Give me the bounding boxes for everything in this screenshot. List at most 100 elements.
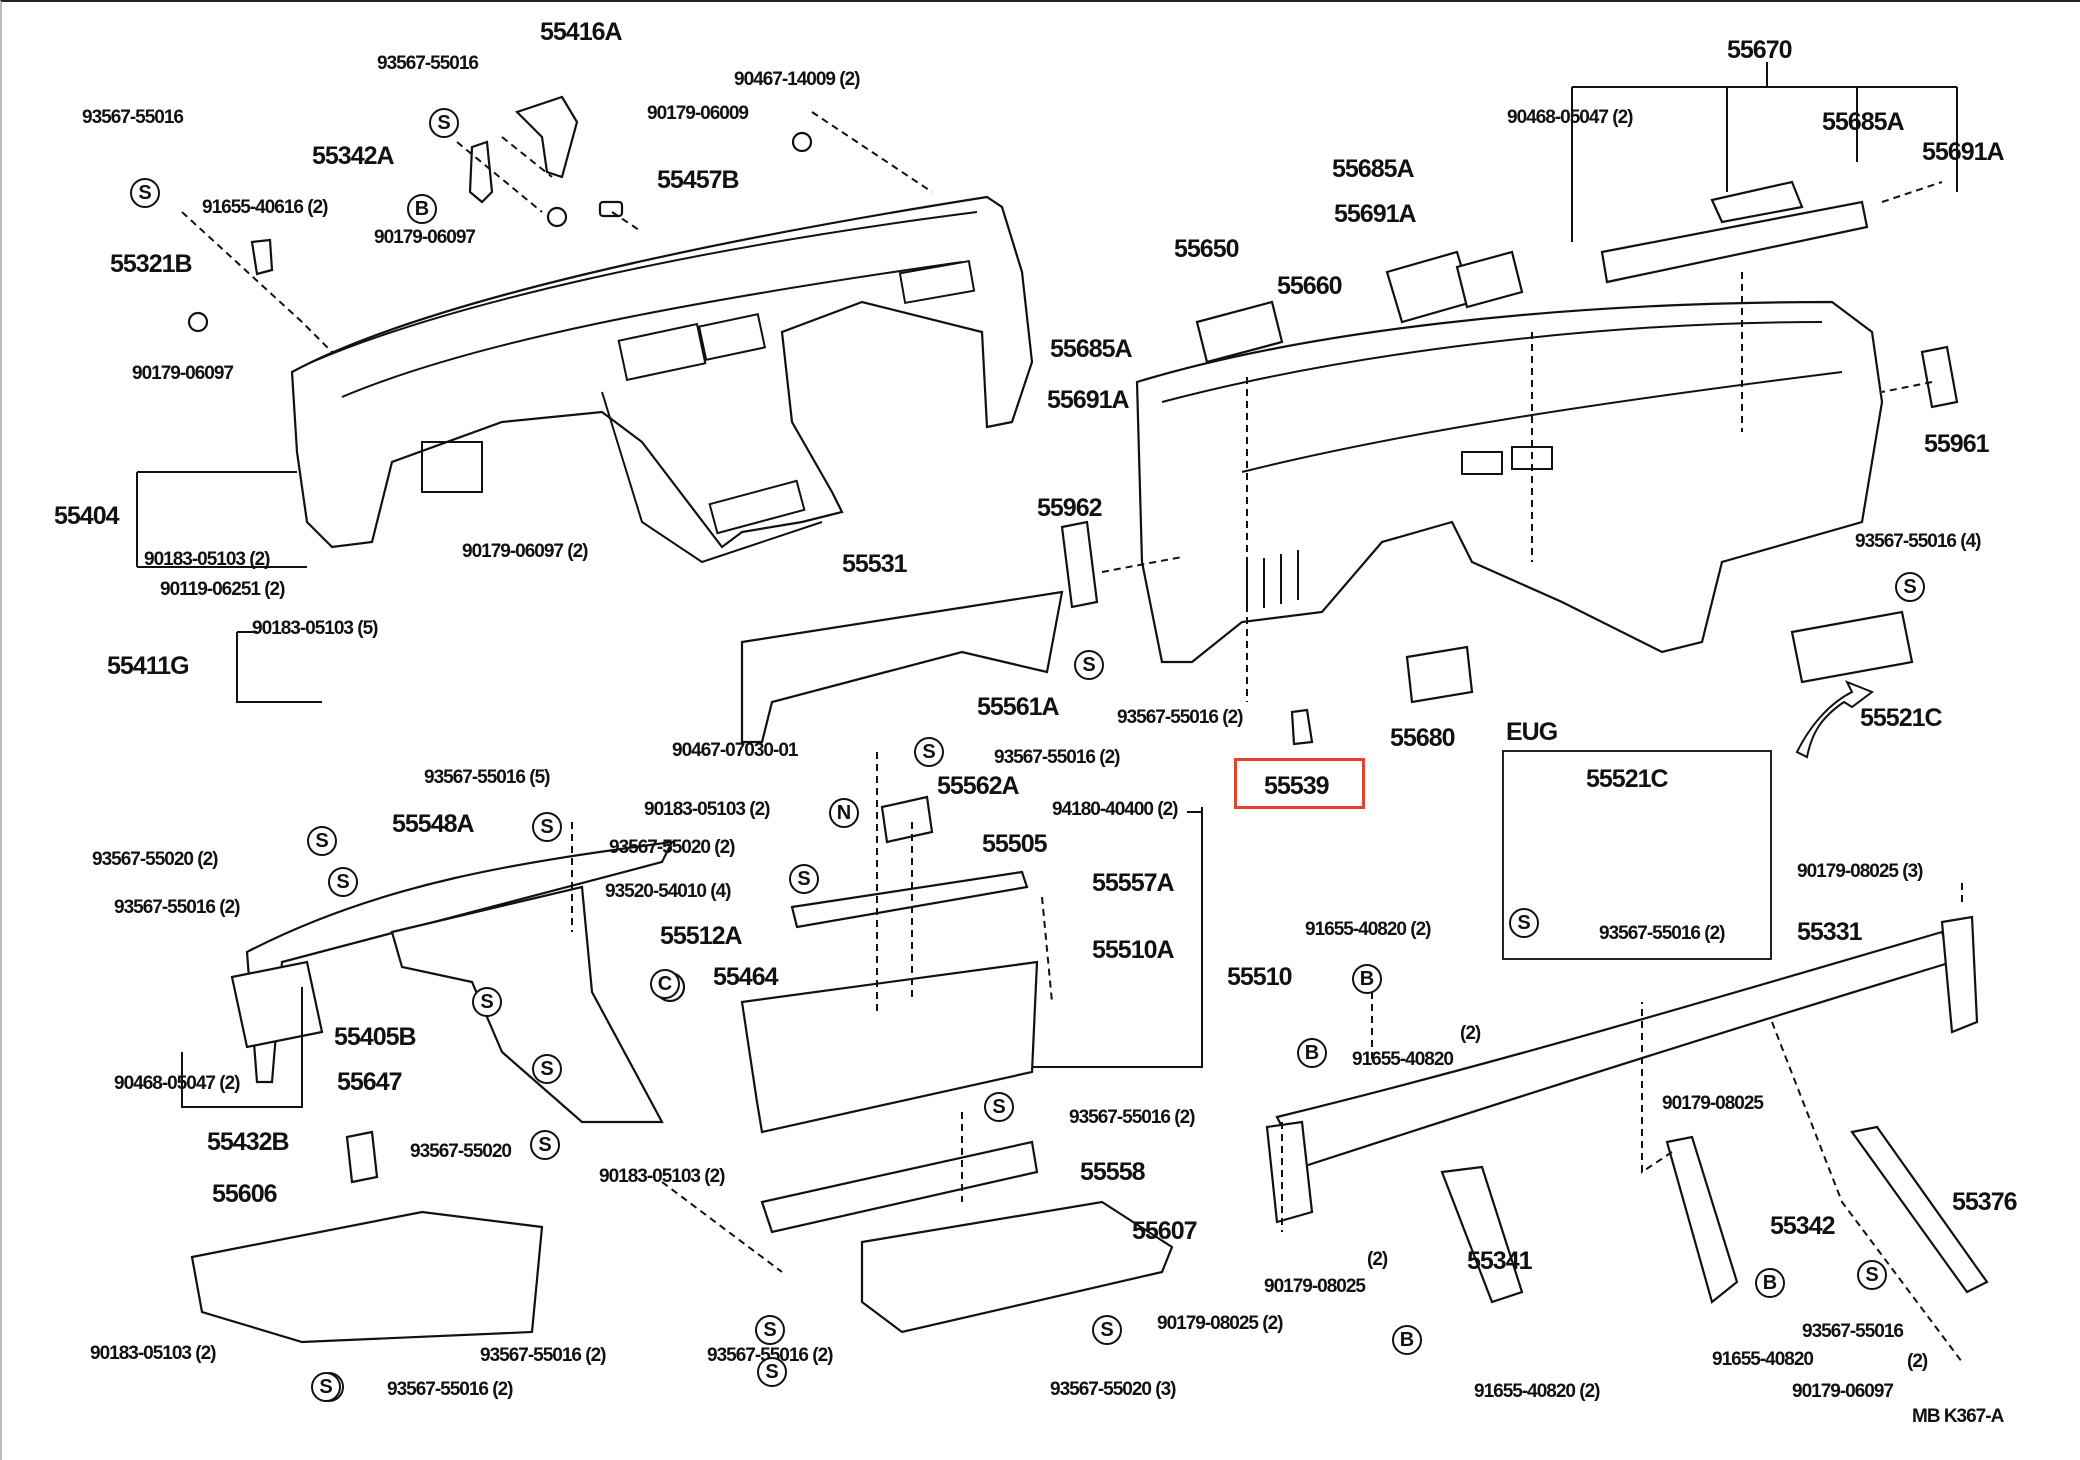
part-label-91655-40820[interactable]: 91655-40820 <box>1352 1049 1454 1070</box>
symbol-s-icon: S <box>757 1357 787 1387</box>
part-label-55531[interactable]: 55531 <box>842 550 908 578</box>
part-label-55685a[interactable]: 55685A <box>1050 335 1133 363</box>
part-label-90183-05103-2[interactable]: 90183-05103 (2) <box>144 549 270 570</box>
part-label-55961[interactable]: 55961 <box>1924 430 1990 458</box>
part-label-93567-55016-5[interactable]: 93567-55016 (5) <box>424 767 550 788</box>
part-label-55405b[interactable]: 55405B <box>334 1023 417 1051</box>
part-label-55691a[interactable]: 55691A <box>1047 386 1130 414</box>
part-label-90183-05103-2[interactable]: 90183-05103 (2) <box>644 799 770 820</box>
symbol-s-icon: S <box>755 1315 785 1345</box>
part-label-90183-05103-2[interactable]: 90183-05103 (2) <box>599 1166 725 1187</box>
part-label-55321b[interactable]: 55321B <box>110 250 193 278</box>
part-label-55557a[interactable]: 55557A <box>1092 869 1175 897</box>
part-label-93567-55016-2[interactable]: 93567-55016 (2) <box>707 1345 833 1366</box>
part-label-90179-06097-2[interactable]: 90179-06097 (2) <box>462 541 588 562</box>
part-label-90179-06009[interactable]: 90179-06009 <box>647 103 749 124</box>
part-label-55341[interactable]: 55341 <box>1467 1247 1533 1275</box>
part-label-91655-40820-2[interactable]: 91655-40820 (2) <box>1305 919 1431 940</box>
part-label-93567-55020-2[interactable]: 93567-55020 (2) <box>92 849 218 870</box>
symbol-s-icon: S <box>1509 908 1539 938</box>
part-label-93567-55016-2[interactable]: 93567-55016 (2) <box>114 897 240 918</box>
part-label-90183-05103-5[interactable]: 90183-05103 (5) <box>252 618 378 639</box>
symbol-s-icon: S <box>532 1054 562 1084</box>
part-label-94180-40400-2[interactable]: 94180-40400 (2) <box>1052 799 1178 820</box>
part-label-55647[interactable]: 55647 <box>337 1068 403 1096</box>
part-label-55691a[interactable]: 55691A <box>1334 200 1417 228</box>
part-label-93567-55020-2[interactable]: 93567-55020 (2) <box>609 837 735 858</box>
part-label-93567-55016-4[interactable]: 93567-55016 (4) <box>1855 531 1981 552</box>
steering-support-beam <box>1265 882 1989 1363</box>
part-label-55670[interactable]: 55670 <box>1727 36 1793 64</box>
part-label-93567-55020[interactable]: 93567-55020 <box>410 1141 512 1162</box>
part-label-90179-06097[interactable]: 90179-06097 <box>374 227 476 248</box>
part-label-90179-08025[interactable]: 90179-08025 <box>1264 1276 1366 1297</box>
eug-inset-box <box>1502 750 1772 960</box>
part-label-91655-40820-2[interactable]: 91655-40820 (2) <box>1474 1381 1600 1402</box>
symbol-s-icon: S <box>984 1092 1014 1122</box>
part-label-93567-55016[interactable]: 93567-55016 <box>1802 1321 1904 1342</box>
part-label-55562a[interactable]: 55562A <box>937 772 1020 800</box>
part-label-90179-08025-3[interactable]: 90179-08025 (3) <box>1797 861 1923 882</box>
part-label-93567-55016[interactable]: 93567-55016 <box>377 53 479 74</box>
part-label-90179-06097[interactable]: 90179-06097 <box>1792 1381 1894 1402</box>
part-label-55691a[interactable]: 55691A <box>1922 138 2005 166</box>
part-label-90467-07030-01[interactable]: 90467-07030-01 <box>672 740 798 761</box>
part-label-55457b[interactable]: 55457B <box>657 166 740 194</box>
part-label-55376[interactable]: 55376 <box>1952 1188 2018 1216</box>
symbol-b-icon: B <box>1755 1268 1785 1298</box>
symbol-s-icon: S <box>1074 650 1104 680</box>
part-label-55342[interactable]: 55342 <box>1770 1212 1836 1240</box>
part-label-55606[interactable]: 55606 <box>212 1180 278 1208</box>
part-label-55510[interactable]: 55510 <box>1227 963 1293 991</box>
part-label-91655-40820[interactable]: 91655-40820 <box>1712 1349 1814 1370</box>
part-label-55505[interactable]: 55505 <box>982 830 1048 858</box>
part-label-55685a[interactable]: 55685A <box>1822 108 1905 136</box>
part-label--2[interactable]: (2) <box>1907 1351 1928 1372</box>
part-label-90179-06097[interactable]: 90179-06097 <box>132 363 234 384</box>
leader-bracket-55670 <box>136 62 1958 1108</box>
part-label-90467-14009-2[interactable]: 90467-14009 (2) <box>734 69 860 90</box>
part-label-55539[interactable]: 55539 <box>1264 772 1330 800</box>
part-label-55464[interactable]: 55464 <box>713 963 779 991</box>
part-label-55331[interactable]: 55331 <box>1797 918 1863 946</box>
part-label-55660[interactable]: 55660 <box>1277 272 1343 300</box>
part-label-93567-55016-2[interactable]: 93567-55016 (2) <box>1069 1107 1195 1128</box>
part-label-93567-55016-2[interactable]: 93567-55016 (2) <box>1117 707 1243 728</box>
part-label-55411g[interactable]: 55411G <box>107 652 190 680</box>
part-label-55404[interactable]: 55404 <box>54 502 120 530</box>
part-label-93520-54010-4[interactable]: 93520-54010 (4) <box>605 881 731 902</box>
part-label-55510a[interactable]: 55510A <box>1092 936 1175 964</box>
part-label-55680[interactable]: 55680 <box>1390 724 1456 752</box>
part-label-93567-55016[interactable]: 93567-55016 <box>82 107 184 128</box>
part-label-93567-55020-3[interactable]: 93567-55020 (3) <box>1050 1379 1176 1400</box>
part-label-90468-05047-2[interactable]: 90468-05047 (2) <box>114 1073 240 1094</box>
part-label-55521c[interactable]: 55521C <box>1860 704 1943 732</box>
part-label-90468-05047-2[interactable]: 90468-05047 (2) <box>1507 107 1633 128</box>
part-label-55685a[interactable]: 55685A <box>1332 155 1415 183</box>
part-label-55558[interactable]: 55558 <box>1080 1158 1146 1186</box>
part-label-90119-06251-2[interactable]: 90119-06251 (2) <box>160 579 285 600</box>
part-label-93567-55016-2[interactable]: 93567-55016 (2) <box>387 1379 513 1400</box>
part-label-91655-40616-2[interactable]: 91655-40616 (2) <box>202 197 328 218</box>
part-label-55962[interactable]: 55962 <box>1037 494 1103 522</box>
part-label-93567-55016-2[interactable]: 93567-55016 (2) <box>994 747 1120 768</box>
part-label-90179-08025[interactable]: 90179-08025 <box>1662 1093 1764 1114</box>
part-label-55650[interactable]: 55650 <box>1174 235 1240 263</box>
part-label-55416a[interactable]: 55416A <box>540 18 623 46</box>
part-label-55512a[interactable]: 55512A <box>660 922 743 950</box>
part-label-90183-05103-2[interactable]: 90183-05103 (2) <box>90 1343 216 1364</box>
part-label--2[interactable]: (2) <box>1367 1249 1388 1270</box>
symbol-b-icon: B <box>1352 964 1382 994</box>
part-label-55521c[interactable]: 55521C <box>1586 765 1669 793</box>
part-label-55432b[interactable]: 55432B <box>207 1128 290 1156</box>
part-label-55561a[interactable]: 55561A <box>977 693 1060 721</box>
part-label-55342a[interactable]: 55342A <box>312 142 395 170</box>
part-label-55607[interactable]: 55607 <box>1132 1217 1198 1245</box>
part-label-55548a[interactable]: 55548A <box>392 810 475 838</box>
part-label--2[interactable]: (2) <box>1460 1023 1481 1044</box>
part-label-90179-08025-2[interactable]: 90179-08025 (2) <box>1157 1313 1283 1334</box>
part-label-93567-55016-2[interactable]: 93567-55016 (2) <box>1599 923 1725 944</box>
part-label-93567-55016-2[interactable]: 93567-55016 (2) <box>480 1345 606 1366</box>
